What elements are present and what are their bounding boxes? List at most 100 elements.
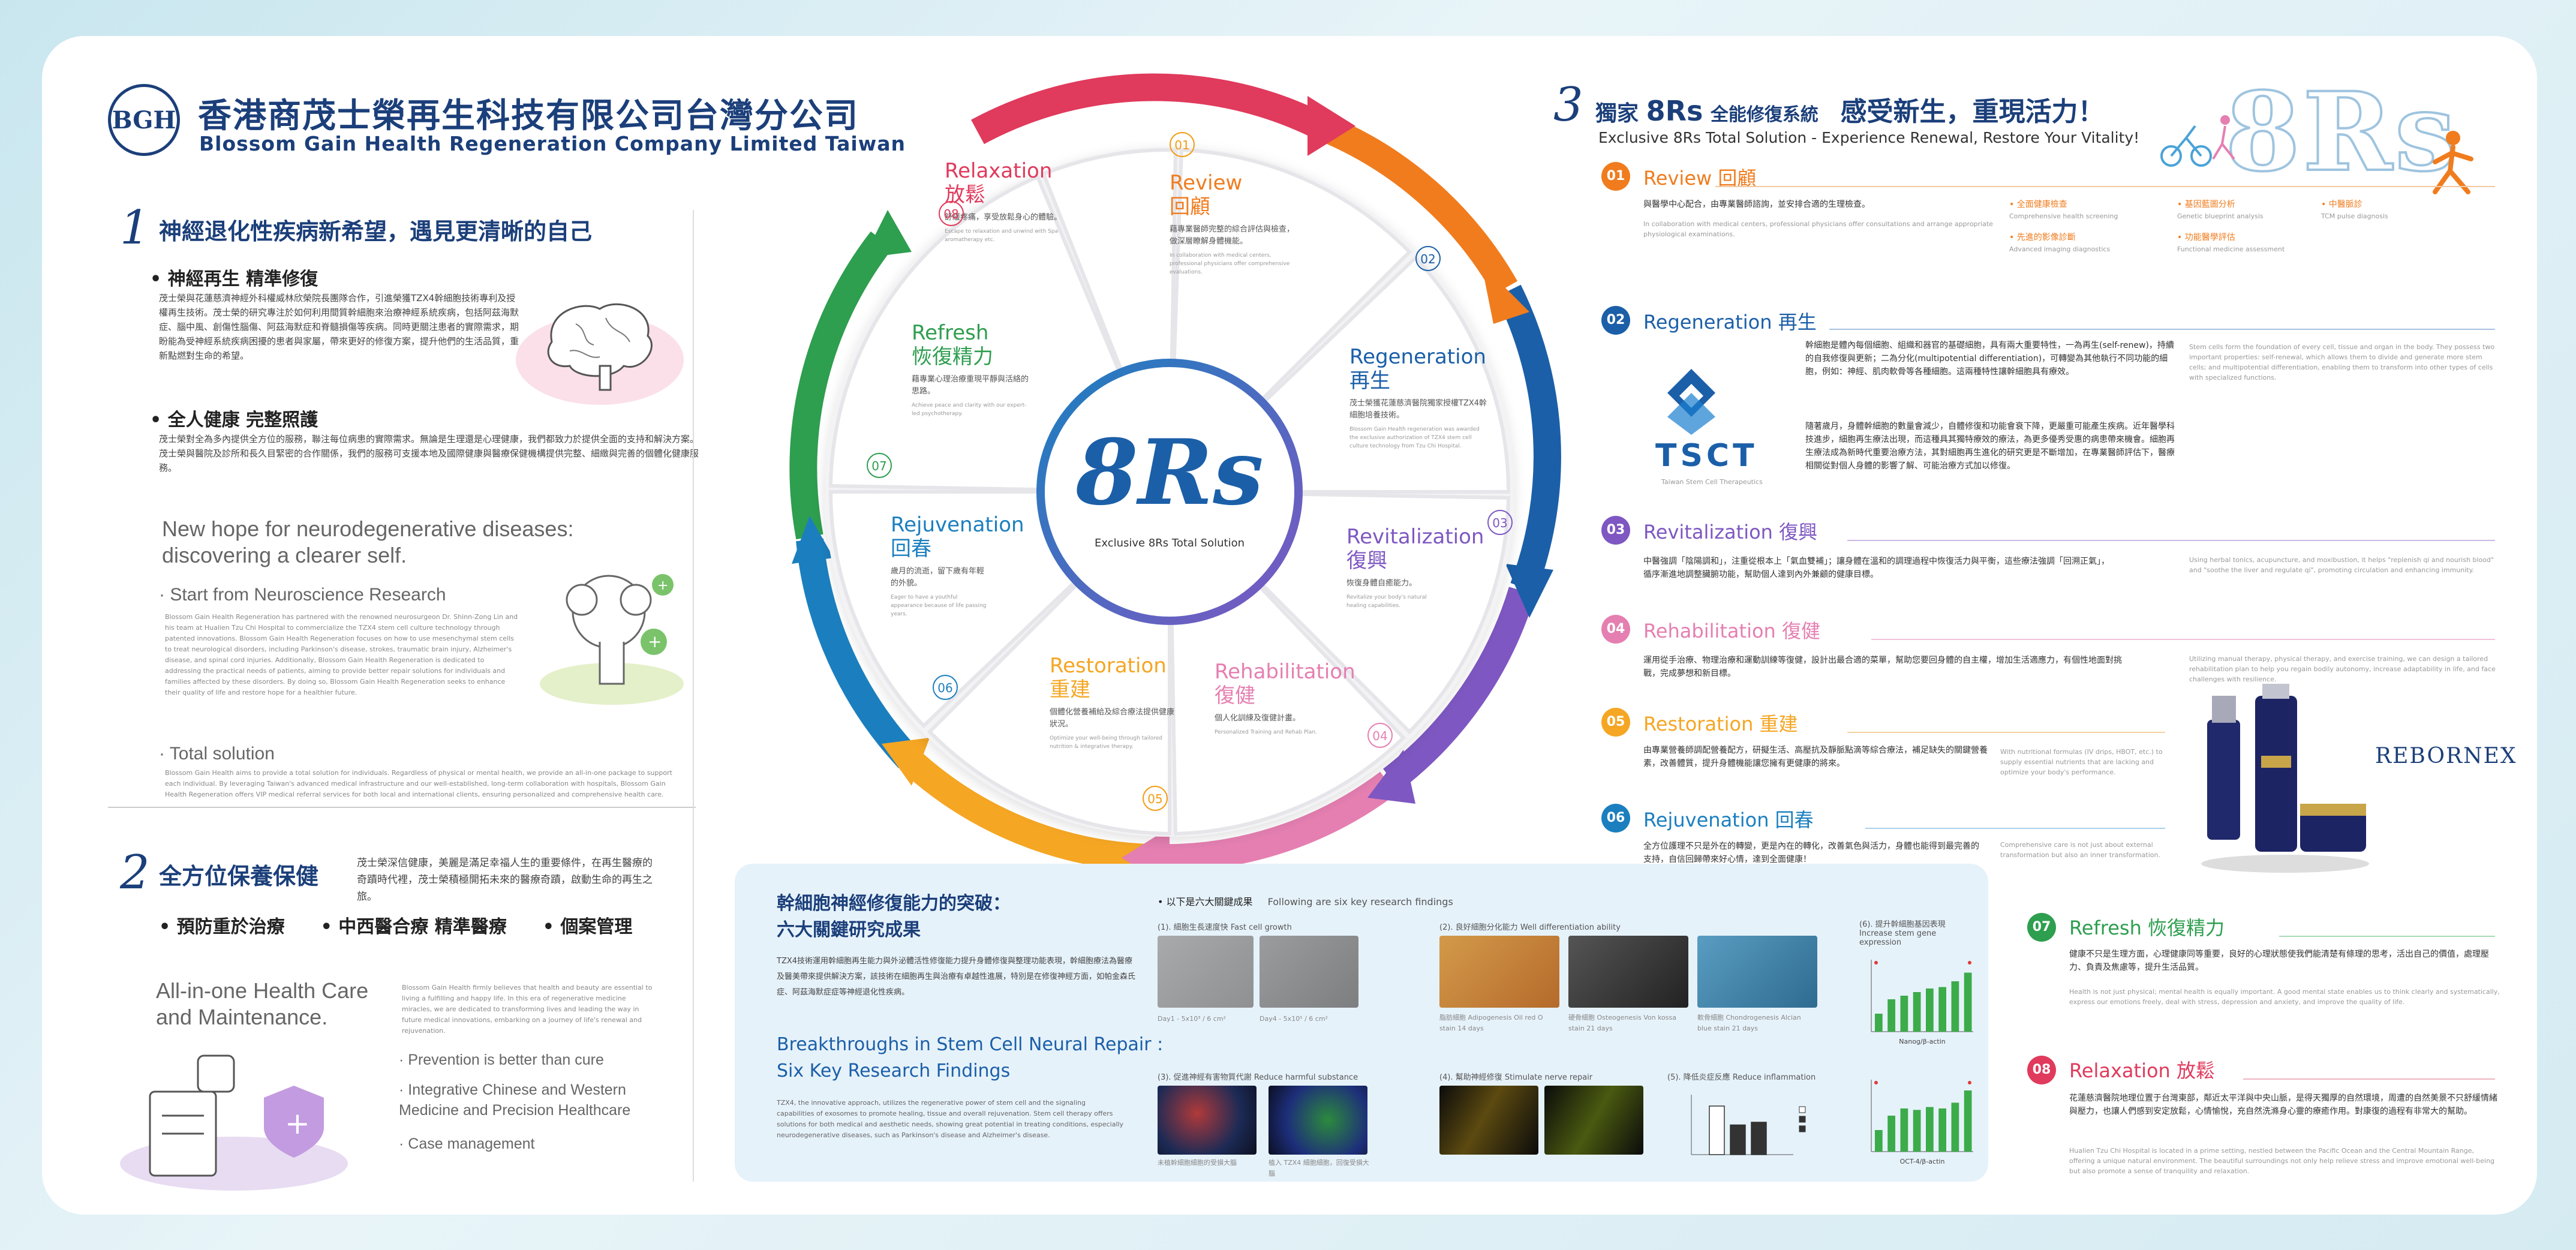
nanog-bar [1951,981,1959,1032]
finding1-image-day1 [1158,936,1254,1008]
rs-relaxation-eng: Hualien Tzu Chi Hospital is located in a… [2069,1147,2495,1175]
rs-refresh-body: 健康不只是生理方面，心理健康同等重要，良好的心理狀態使我們能清楚有條理的思考，活… [2069,949,2489,972]
findings-header: • 以下是六大關鍵成果 Following are six key resear… [1158,894,1453,908]
restoration-en: Restoration [1050,654,1167,678]
runner-icon [2433,131,2473,194]
nanog-bar [1887,999,1895,1032]
regeneration-body: 茂士榮獲花蓮慈濟醫院獨家授權TZX4幹細胞培養技術。 [1349,399,1487,420]
rs-rehabilitation-badge: 04 [1601,615,1630,644]
section1-eng-sub2-body: Blossom Gain Health aims to provide a to… [165,769,672,798]
section3-number: 3 [1553,78,1583,132]
restoration-eng: Optimize your well-being through tailore… [1050,735,1163,750]
svg-text:+: + [657,578,668,593]
section2-number: 2 [120,846,150,900]
finding2-caption1: 脂肪細胞 Adipogenesis Oil red O stain 14 day… [1439,1014,1543,1032]
revitalization-zh: 復興 [1346,549,1387,573]
section3-title-pre: 獨家 [1595,101,1639,126]
oct4-bar [1875,1130,1883,1152]
section3-subtitle: Exclusive 8Rs Total Solution - Experienc… [1598,129,2140,146]
relaxation-eng: Escape to relaxation and unwind with Spa… [945,229,1059,243]
rs-restoration-title: Restoration 重建 [1643,713,1798,735]
head-tree-illustration: + + [540,574,684,705]
relaxation-body: 舒緩疼痛，享受放鬆身心的體驗。 [945,213,1062,222]
rs-rejuvenation-badge: 06 [1601,804,1630,833]
rs-revitalization-badge: 03 [1601,516,1630,545]
arc-restoration [902,751,1149,872]
section2-item-case: • 個案管理 [542,917,633,938]
rehabilitation-en: Rehabilitation [1215,660,1355,684]
refresh-eng: Achieve peace and clarity with our exper… [912,402,1027,417]
rehabilitation-zh: 復健 [1215,684,1255,708]
finding2-caption2: 硬骨細胞 Osteogenesis Von kossa stain 21 day… [1568,1014,1676,1032]
rs-refresh-underline [2279,936,2495,937]
rs-rehabilitation-title: Rehabilitation 復健 [1643,620,1820,642]
oct4-bar [1913,1110,1921,1152]
rs-review-underline [1715,186,2495,187]
section3-title-mid: 全能修復系統 [1710,104,1818,125]
tsct-logo-sub: Taiwan Stem Cell Therapeutics [1661,478,1763,486]
rs-rehabilitation-eng: Utilizing manual therapy, physical thera… [2189,655,2496,683]
rehabilitation-number: 04 [1367,723,1393,748]
oct4-bar [1887,1116,1895,1152]
finding1-title: (1). 細胞生長速度快 Fast cell growth [1158,923,1292,932]
review-number: 01 [1170,132,1195,157]
health-care-illustration: + [120,1054,348,1191]
relaxation-number: 08 [939,201,964,226]
rs-review-title: Review 回顧 [1643,167,1757,190]
research-title-zh-2: 六大關鍵研究成果 [777,920,921,940]
nanog-bar [1938,987,1946,1032]
rs-review-eng: In collaboration with medical centers, p… [1643,220,1993,238]
research-title-en: Breakthroughs in Stem Cell Neural Repair… [777,1032,1163,1084]
inflammation-legend-swatch [1799,1106,1806,1113]
nanog-bar [1964,972,1972,1032]
arc-regeneration [1496,284,1561,593]
review-eng: In collaboration with medical centers, p… [1170,253,1290,275]
arc-rehabilitation [1151,771,1397,872]
section2-item-integrative: • 中西醫合療 精準醫療 [320,917,507,938]
rs-relaxation-underline [2243,1078,2495,1080]
8rs-wheel [789,73,1561,888]
rs-restoration-body: 由專業營養師調配營養配方，研擬生活、高壓抗及靜脈點滴等綜合療法，補足缺失的關鍵營… [1643,746,1988,768]
section1-sub2-title: • 全人健康 完整照護 [150,410,318,431]
inflammation-bar [1751,1122,1767,1155]
rs-regeneration-title: Regeneration 再生 [1643,311,1817,333]
regeneration-en: Regeneration [1349,345,1486,369]
inflammation-legend-swatch [1799,1116,1806,1123]
rs-revitalization-eng: Using herbal tonics, acupuncture, and mo… [2189,556,2494,574]
cyclist-runner-icon [2160,115,2235,167]
finding3-title: (3). 促進神經有害物質代謝 Reduce harmful substance [1158,1073,1358,1082]
section1-number: 1 [120,201,150,255]
rs-rejuvenation-body: 全方位護理不只是外在的轉變，更是內在的轉化，改善氣色與活力，身體也能得到最完善的… [1643,842,1979,864]
rs-refresh-title: Refresh 恢復精力 [2069,917,2225,939]
rejuvenation-en: Rejuvenation [891,513,1024,537]
refresh-en: Refresh [912,321,989,345]
finding2-image-adipo [1439,936,1559,1008]
reborn-brand-text: REBORNEX [2375,744,2517,768]
findings-header-zh: • 以下是六大關鍵成果 [1158,896,1253,908]
finding3-image-repaired [1269,1086,1367,1155]
rs-refresh-badge: 07 [2027,913,2056,942]
oct4-marker [1968,1081,1971,1084]
arc-relaxation [971,73,1326,145]
restoration-number: 05 [1143,786,1168,811]
wheel-center-title: 8Rs [1075,420,1264,525]
revitalization-body: 恢復身體自癒能力。 [1346,579,1417,588]
wheel-segment-rehabilitation: Rehabilitation 復健 個人化訓練及復健計畫。 Personaliz… [1215,660,1358,737]
section1-sub1-body: 茂士榮與花蓮慈濟神經外科權威林欣榮院長團隊合作，引進榮獲TZX4幹細胞技術專利及… [159,293,519,361]
wheel-segment-relaxation: Relaxation 放鬆 舒緩疼痛，享受放鬆身心的體驗。 Escape to … [945,159,1077,244]
revitalization-en: Revitalization [1346,525,1484,549]
rs-regeneration-body2: 隨著歲月，身體幹細胞的數量會減少，自體修復和功能會衰下降，更嚴重可能產生疾病。近… [1805,422,2175,471]
oct4-bar [1951,1102,1959,1152]
wheel-segment-restoration: Restoration 重建 個體化營養補給及綜合療法提供健康狀況。 Optim… [1050,654,1182,751]
section2-items: • 預防重於治療 • 中西醫合療 精準醫療 • 個案管理 [159,912,632,938]
rejuvenation-body: 歲月的流逝，留下歲有年輕的外貌。 [891,567,985,588]
rejuvenation-zh: 回春 [891,537,931,561]
finding5-title: (5). 降低炎症反應 Reduce inflammation [1667,1073,1816,1082]
refresh-body: 藉專業心理治療重現平靜與活絡的思路。 [912,375,1029,396]
rs-revitalization-body: 中醫強調「陰陽調和」，注重從根本上「氣血雙補」；讓身體在溫和的調理過程中恢復活力… [1643,557,2109,579]
research-body-zh: TZX4技術運用幹細胞再生能力與外泌體活性修復能力提升身體修復與整理功能表現，幹… [777,957,1136,997]
refresh-zh: 恢復精力 [912,345,993,369]
finding2-image-osteo [1568,936,1688,1008]
nanog-marker [1874,961,1878,964]
